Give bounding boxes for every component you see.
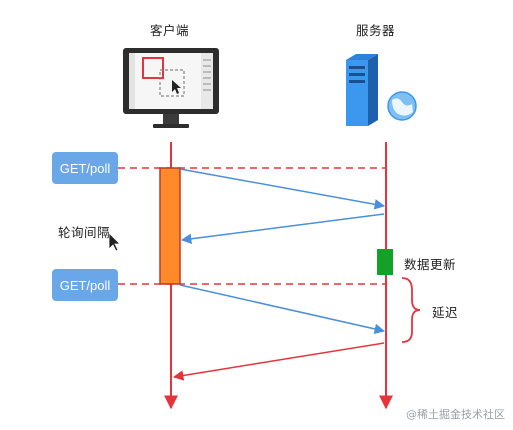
response-arrow-2: [172, 342, 385, 381]
client-computer-icon: [123, 48, 219, 128]
get-poll-request-2: GET/poll: [52, 269, 118, 301]
delay-label: 延迟: [432, 305, 459, 320]
response-arrow-1: [180, 213, 385, 245]
delay-brace: [401, 277, 421, 343]
data-update-label: 数据更新: [404, 257, 457, 272]
cursor-icon: [108, 232, 121, 252]
watermark: @稀土掘金技术社区: [406, 408, 505, 421]
polling-interval-bar: [159, 167, 181, 285]
data-update-marker: [377, 249, 393, 275]
client-label: 客户端: [150, 23, 190, 38]
server-label: 服务器: [356, 23, 396, 38]
polling-interval-label: 轮询间隔: [58, 225, 111, 240]
request-arrow-2: [179, 284, 386, 335]
request-arrow-1: [179, 168, 386, 210]
get-poll-request-1: GET/poll: [52, 152, 118, 184]
server-icon: [346, 54, 417, 126]
